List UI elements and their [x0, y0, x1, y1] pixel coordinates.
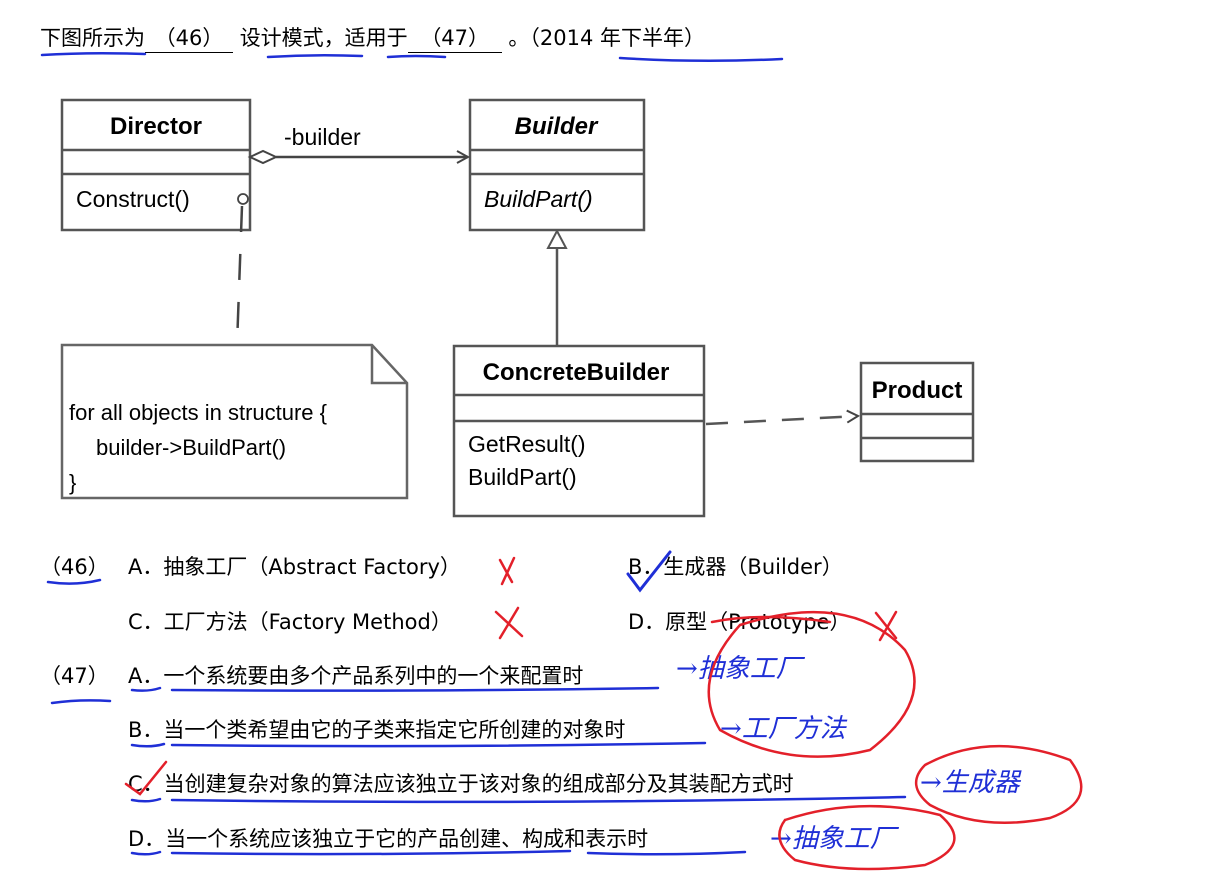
- product-class: Product: [859, 361, 975, 463]
- q46-option-d[interactable]: D．原型（Prototype）: [628, 606, 850, 636]
- director-method: Construct(): [76, 186, 190, 212]
- q46-option-b-text: 生成器（Builder）: [663, 555, 843, 579]
- q46-option-c[interactable]: C．工厂方法（Factory Method）: [128, 606, 452, 636]
- product-name: Product: [872, 377, 963, 404]
- q46-option-a-text: 抽象工厂（Abstract Factory）: [163, 555, 461, 579]
- q46-option-b[interactable]: B．生成器（Builder）: [628, 551, 843, 581]
- q47-option-a-letter: A．: [128, 664, 164, 688]
- q47-option-c-text: 当创建复杂对象的算法应该独立于该对象的组成部分及其装配方式时: [163, 772, 794, 796]
- concretebuilder-class: ConcreteBuilder GetResult() BuildPart(): [452, 344, 706, 518]
- q47-number: （47）: [40, 664, 109, 688]
- director-name: Director: [110, 113, 202, 140]
- stem-part-a: 下图所示为: [40, 26, 145, 50]
- note-line-3: }: [69, 470, 76, 495]
- note-line-1: for all objects in structure {: [69, 400, 327, 425]
- q47-option-b-text: 当一个类希望由它的子类来指定它所创建的对象时: [163, 718, 626, 742]
- blank-46: （46）: [145, 22, 233, 53]
- cross-mark-icon: [498, 556, 516, 586]
- association-label: -builder: [284, 124, 361, 150]
- builder-name: Builder: [515, 113, 599, 140]
- q46-option-a[interactable]: A．抽象工厂（Abstract Factory）: [128, 551, 461, 581]
- dependency-link: [705, 416, 858, 426]
- q46-option-c-letter: C．: [128, 610, 164, 634]
- stem-part-c: 。（2014 年下半年）: [508, 26, 705, 50]
- annotation-c: →生成器: [920, 768, 1020, 798]
- builder-method: BuildPart(): [484, 186, 593, 212]
- q47-option-b-letter: B．: [128, 718, 164, 742]
- q46-option-d-letter: D．: [628, 610, 666, 634]
- stem-part-b: 设计模式，适用于: [239, 26, 408, 50]
- generalization-link: [546, 228, 568, 345]
- annotation-a: →抽象工厂: [676, 654, 802, 684]
- blank-47: （47）: [407, 22, 502, 53]
- q47-option-c[interactable]: C．当创建复杂对象的算法应该独立于该对象的组成部分及其装配方式时: [128, 768, 794, 798]
- note-connector: [235, 193, 249, 346]
- concretebuilder-method-2: BuildPart(): [468, 464, 577, 490]
- q47-option-a[interactable]: A．一个系统要由多个产品系列中的一个来配置时: [128, 660, 583, 690]
- annotation-d: →抽象工厂: [770, 824, 896, 854]
- q46-number: （46）: [40, 555, 109, 579]
- q46-option-b-letter: B．: [628, 555, 664, 579]
- aggregation-link: -builder: [247, 124, 468, 165]
- q47-option-b[interactable]: B．当一个类希望由它的子类来指定它所创建的对象时: [128, 714, 625, 744]
- concretebuilder-method-1: GetResult(): [468, 431, 586, 457]
- q47-option-d-letter: D．: [128, 827, 166, 851]
- builder-class: Builder BuildPart(): [468, 98, 646, 232]
- director-class: Director Construct(): [60, 98, 252, 232]
- uml-builder-diagram: Director Construct() Builder BuildPart()…: [60, 98, 975, 518]
- concretebuilder-name: ConcreteBuilder: [483, 359, 670, 386]
- q46-option-d-text: 原型（Prototype）: [665, 610, 851, 634]
- cross-mark-icon: [494, 606, 524, 640]
- q47-option-d-text: 当一个系统应该独立于它的产品创建、构成和表示时: [165, 827, 649, 851]
- q47-option-a-text: 一个系统要由多个产品系列中的一个来配置时: [163, 664, 584, 688]
- q47-option-c-letter: C．: [128, 772, 164, 796]
- question-stem: 下图所示为（46） 设计模式，适用于（47） 。（2014 年下半年）: [40, 22, 705, 53]
- annotation-b: →工厂方法: [720, 714, 846, 744]
- cross-mark-icon: [874, 610, 898, 642]
- code-note: for all objects in structure { builder->…: [60, 343, 409, 500]
- q47-option-d[interactable]: D．当一个系统应该独立于它的产品创建、构成和表示时: [128, 823, 648, 853]
- q46-option-c-text: 工厂方法（Factory Method）: [163, 610, 452, 634]
- note-line-2: builder->BuildPart(): [96, 435, 286, 460]
- q46-option-a-letter: A．: [128, 555, 164, 579]
